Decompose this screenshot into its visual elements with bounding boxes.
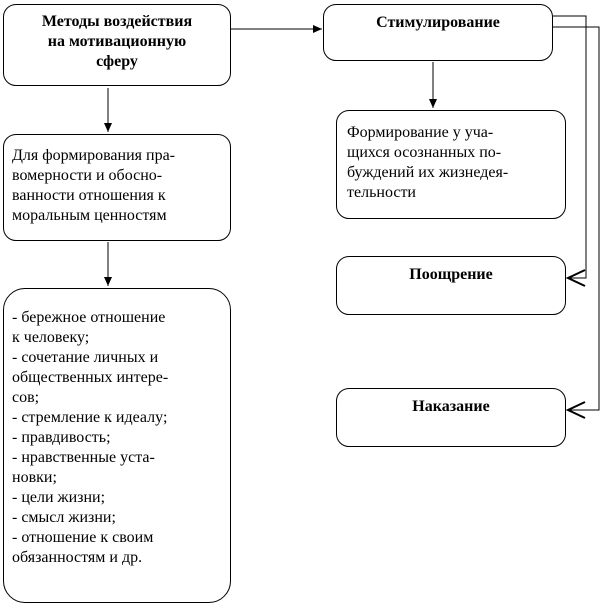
- connector-stimulation-to-encouragement: [553, 15, 587, 279]
- connector-stimulation-to-punishment: [553, 26, 600, 411]
- formation-box: Формирование у уча- щихся осознанных по-…: [336, 110, 566, 219]
- moral-values-list-box: - бережное отношение к человеку; - сочет…: [3, 288, 231, 603]
- legitimacy-box-text: Для формирования пра- вомерности и обосн…: [12, 147, 175, 224]
- encouragement-box: Поощрение: [336, 256, 566, 315]
- chevron-punishment-icon: [565, 401, 586, 419]
- stimulation-box-text: Стимулирование: [376, 14, 500, 31]
- methods-box: Методы воздействия на мотивационную сфер…: [3, 4, 231, 86]
- formation-box-text: Формирование у уча- щихся осознанных по-…: [347, 124, 509, 201]
- encouragement-box-text: Поощрение: [409, 266, 493, 283]
- punishment-box-text: Наказание: [412, 398, 490, 415]
- stimulation-box: Стимулирование: [323, 4, 553, 61]
- punishment-box: Наказание: [336, 388, 566, 447]
- moral-values-list-text: - бережное отношение к человеку; - сочет…: [12, 309, 169, 566]
- methods-box-text: Методы воздействия на мотивационную сфер…: [41, 13, 193, 70]
- chevron-encouragement-icon: [565, 269, 586, 287]
- legitimacy-box: Для формирования пра- вомерности и обосн…: [3, 134, 231, 241]
